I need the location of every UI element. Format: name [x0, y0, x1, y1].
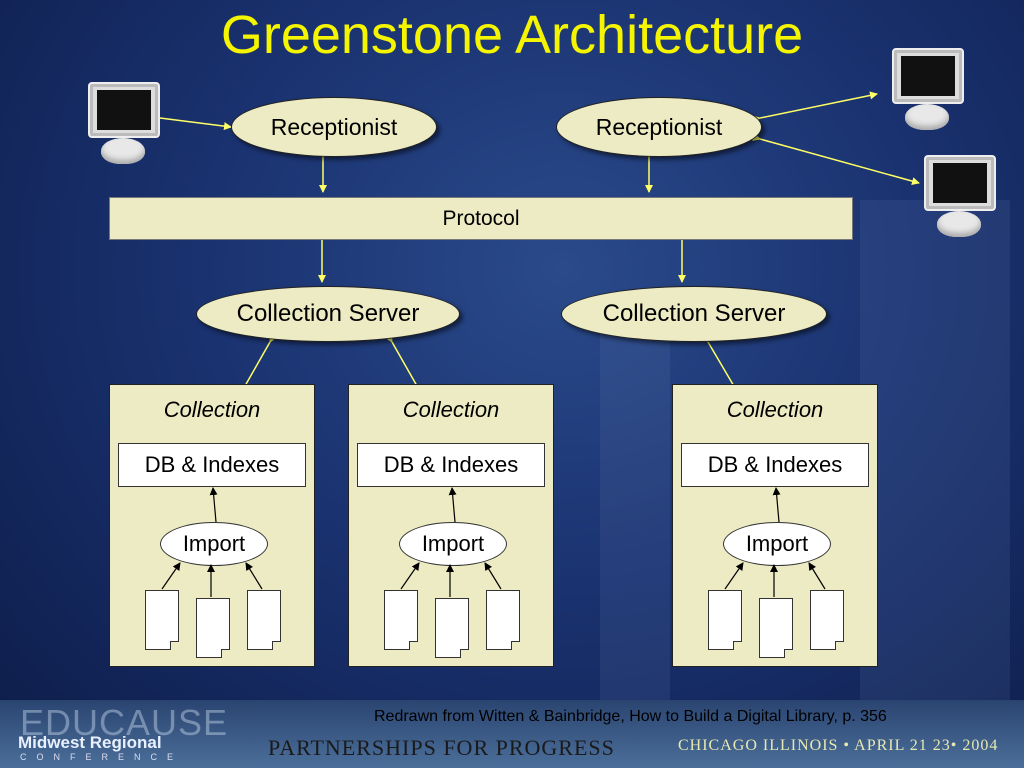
- document-icon: [384, 590, 418, 650]
- background-tower: [860, 200, 1010, 700]
- import-node: Import: [399, 522, 507, 566]
- import-node: Import: [723, 522, 831, 566]
- protocol-bar: Protocol: [109, 197, 853, 240]
- footer-band: [0, 700, 1024, 768]
- arrow-client-receptionist-1: [152, 113, 232, 131]
- document-icon: [486, 590, 520, 650]
- import-arrows: [161, 487, 263, 597]
- document-icon: [435, 598, 469, 658]
- document-icon: [196, 598, 230, 658]
- db-indexes-box: DB & Indexes: [681, 443, 869, 487]
- document-icon: [145, 590, 179, 650]
- collection-title: Collection: [163, 397, 261, 422]
- import-arrows: [400, 487, 502, 597]
- tagline: PARTNERSHIPS FOR PROGRESS: [268, 735, 615, 760]
- db-indexes-box: DB & Indexes: [357, 443, 545, 487]
- conference-label: CONFERENCE: [20, 752, 184, 762]
- educause-logo: EDUCAUSE: [20, 702, 229, 743]
- collection-box: Collection DB & Indexes Import: [672, 384, 878, 667]
- receptionist-node: Receptionist: [231, 97, 437, 157]
- import-arrows: [724, 487, 826, 597]
- computer-monitor-icon: [924, 155, 996, 239]
- credit-text: Redrawn from Witten & Bainbridge, How to…: [374, 708, 887, 725]
- document-icon: [708, 590, 742, 650]
- arrow-client-receptionist-3: [752, 133, 920, 185]
- computer-monitor-icon: [892, 48, 964, 132]
- collection-server-node: Collection Server: [561, 286, 827, 342]
- document-icon: [810, 590, 844, 650]
- computer-monitor-icon: [88, 82, 160, 166]
- collection-box: Collection DB & Indexes Import: [109, 384, 315, 667]
- background-tower: [600, 330, 670, 700]
- db-indexes-box: DB & Indexes: [118, 443, 306, 487]
- location-date: CHICAGO ILLINOIS • APRIL 21 23• 2004: [678, 737, 999, 754]
- document-icon: [759, 598, 793, 658]
- arrow-client-receptionist-2: [752, 91, 878, 124]
- page-title: Greenstone Architecture: [220, 5, 804, 65]
- collection-box: Collection DB & Indexes Import: [348, 384, 554, 667]
- org-name: Midwest Regional: [18, 733, 162, 752]
- collection-server-node: Collection Server: [196, 286, 460, 342]
- document-icon: [247, 590, 281, 650]
- import-node: Import: [160, 522, 268, 566]
- receptionist-node: Receptionist: [556, 97, 762, 157]
- collection-title: Collection: [402, 397, 500, 422]
- collection-title: Collection: [726, 397, 824, 422]
